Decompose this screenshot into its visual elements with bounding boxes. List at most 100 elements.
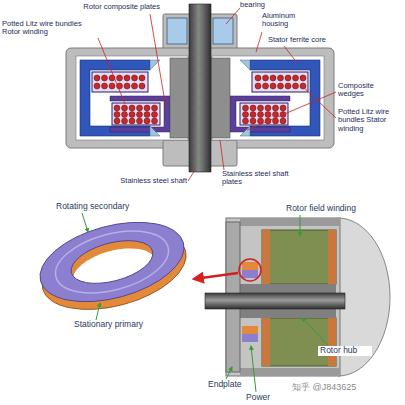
disk-hole (67, 233, 160, 299)
shaft-axis (200, 6, 201, 170)
transformer-secondary (242, 270, 258, 278)
part-label: Endplate (208, 380, 258, 390)
bearing (213, 18, 233, 44)
motor-cutaway (194, 218, 390, 376)
motor-shell (240, 368, 340, 376)
leader-lines (251, 346, 256, 392)
litz-wire-dot (102, 83, 108, 89)
litz-wire-dot (132, 75, 138, 81)
leader-lines (284, 46, 298, 64)
motor-shell (240, 218, 340, 226)
composite-wedge (150, 126, 160, 136)
leader-lines (256, 32, 262, 52)
litz-wire-dot (129, 112, 135, 118)
litz-wire-dot (137, 112, 143, 118)
part-label: Stator ferrite core (268, 36, 348, 44)
part-label: Rotor hub (318, 346, 372, 356)
litz-wire-dot (114, 112, 120, 118)
rotor-field-winding (262, 230, 336, 284)
litz-wire-dot (122, 105, 128, 111)
transformer-half (76, 56, 189, 140)
part-label: Rotating secondary (56, 202, 146, 212)
highlight-circle (239, 259, 261, 281)
copper-end-turn (262, 318, 270, 366)
motor-shaft (205, 293, 345, 309)
litz-wire-dot (144, 105, 150, 111)
leader-lines (96, 303, 100, 320)
litz-wire-dot (114, 118, 120, 124)
part-label: Stainless steel shaft (92, 177, 187, 185)
litz-wire-dot (94, 75, 100, 81)
part-label: Potted Litz wire bundles Rotor winding (2, 20, 102, 37)
litz-wire-dot (129, 118, 135, 124)
litz-wire-dot (114, 105, 120, 111)
leader-lines (302, 318, 328, 345)
part-label: Stationary primary (74, 320, 164, 330)
pointer-arrow (194, 273, 238, 279)
litz-wire-dot (122, 112, 128, 118)
litz-wire-dot (152, 118, 158, 124)
hole-edge (67, 233, 158, 291)
power-transformer-part (242, 326, 258, 334)
leader-lines (226, 8, 240, 24)
leader-lines (300, 84, 336, 118)
litz-wire-dot (137, 105, 143, 111)
shaft-plate (170, 58, 189, 138)
leader-lines (226, 367, 232, 379)
litz-wire-dot (109, 83, 115, 89)
leader-lines (300, 215, 301, 236)
cross-section (66, 4, 336, 181)
disk-hole (69, 241, 160, 299)
litz-wire-dot (124, 83, 130, 89)
leader-lines (226, 215, 328, 392)
transformer-half (211, 56, 324, 140)
power-transformer-part (242, 334, 258, 342)
litz-wire-dot (124, 75, 130, 81)
litz-wire-dot (139, 83, 145, 89)
litz-wire-dot (144, 112, 150, 118)
litz-wire-dot (152, 105, 158, 111)
litz-wire-dot (122, 118, 128, 124)
litz-wire-dot (144, 118, 150, 124)
litz-wire-dot (139, 75, 145, 81)
transformer-primary (242, 262, 258, 270)
part-label: Stainless steel shaft plates (222, 170, 292, 187)
litz-wire-dot (152, 112, 158, 118)
litz-wire-dot (102, 75, 108, 81)
disk-transformer (31, 208, 195, 324)
cavity (76, 56, 188, 140)
copper-end-turn (328, 230, 336, 284)
stainless-shaft (189, 4, 211, 172)
part-label: Rotor field winding (286, 204, 386, 214)
litz-wire-dot (94, 83, 100, 89)
part-label: Potted Litz wire bundles Stator winding (338, 108, 400, 133)
leader-lines (82, 213, 88, 232)
litz-wire-dots (94, 75, 158, 124)
leader-lines (247, 92, 336, 130)
bearing (167, 18, 187, 44)
rotor-field-winding (262, 318, 336, 366)
litz-wire-dot (132, 83, 138, 89)
watermark: 知乎 @J843625 (292, 382, 392, 392)
copper-end-turn (328, 318, 336, 366)
leader-lines (98, 8, 336, 181)
rotating-secondary (31, 208, 193, 316)
part-label: Power (246, 393, 286, 403)
leader-lines (220, 140, 224, 170)
copper-end-turn (262, 230, 270, 284)
part-label: Composite wedges (338, 82, 398, 99)
leader-lines (150, 14, 166, 108)
leader-lines (188, 170, 195, 181)
rotor-winding-potting (112, 103, 160, 125)
leader-lines (98, 38, 125, 104)
stator-winding-potting (92, 72, 148, 92)
rotor-composite-plate (110, 96, 170, 132)
ring-groove (49, 220, 176, 304)
leader-lines (82, 213, 100, 320)
part-label: Rotor composite plates (56, 3, 160, 11)
litz-wire-dot (129, 105, 135, 111)
litz-wire-dot (137, 118, 143, 124)
part-label: Aluminum housing (262, 12, 308, 29)
